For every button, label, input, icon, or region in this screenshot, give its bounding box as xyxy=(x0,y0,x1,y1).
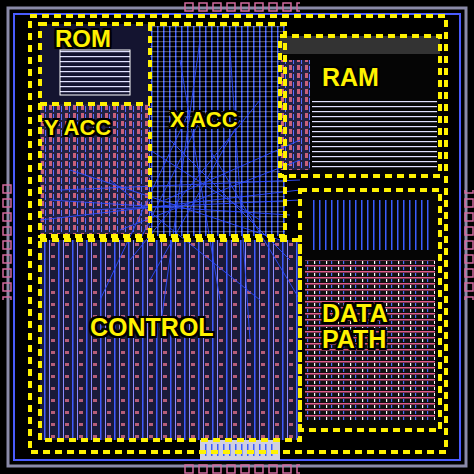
control-label: CONTROL xyxy=(90,314,214,340)
y-acc-label: Y ACC xyxy=(44,116,111,139)
datapath-label: DATA PATH xyxy=(322,300,412,353)
x-acc-label: X ACC xyxy=(170,108,238,131)
ram-label: RAM xyxy=(322,64,379,90)
rom-label: ROM xyxy=(55,26,111,51)
